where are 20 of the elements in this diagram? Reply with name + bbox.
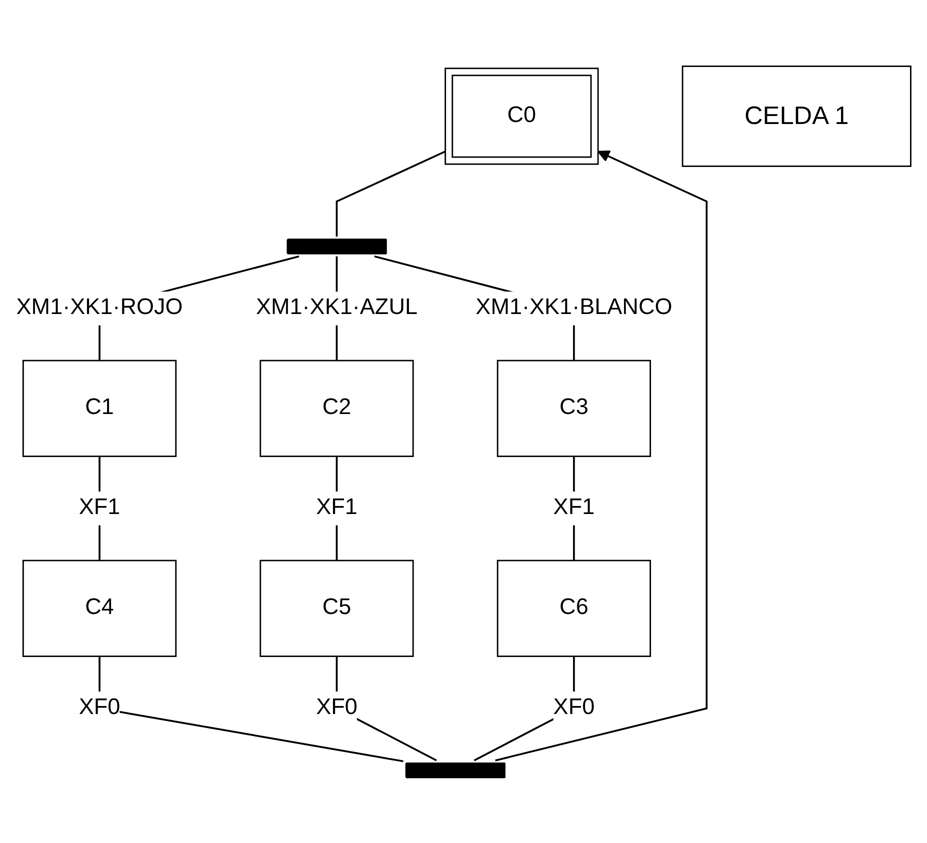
- connector: [98, 656, 404, 762]
- edge-label: XM1·XK1·ROJO: [16, 295, 183, 320]
- node-box: C2: [260, 360, 414, 457]
- edge-label: XF0: [78, 695, 120, 720]
- edge-label: XF1: [553, 495, 595, 520]
- edge-label: XM1·XK1·AZUL: [256, 295, 418, 320]
- edge-label: XM1·XK1·BLANCO: [476, 295, 672, 320]
- node-box: C0: [444, 67, 599, 165]
- node-box: C5: [260, 560, 414, 657]
- node-box: C3: [496, 360, 652, 457]
- arrow: [495, 150, 708, 762]
- edge-label: XF1: [78, 495, 120, 520]
- edge-label: XF0: [553, 695, 595, 720]
- node-box: CELDA 1: [682, 65, 912, 167]
- node-box: C1: [22, 360, 177, 457]
- node-box: C4: [22, 560, 177, 657]
- connector: [336, 150, 446, 236]
- edge-label: XF1: [316, 495, 358, 520]
- edge-label: XF0: [316, 695, 358, 720]
- node-box: C6: [496, 560, 652, 657]
